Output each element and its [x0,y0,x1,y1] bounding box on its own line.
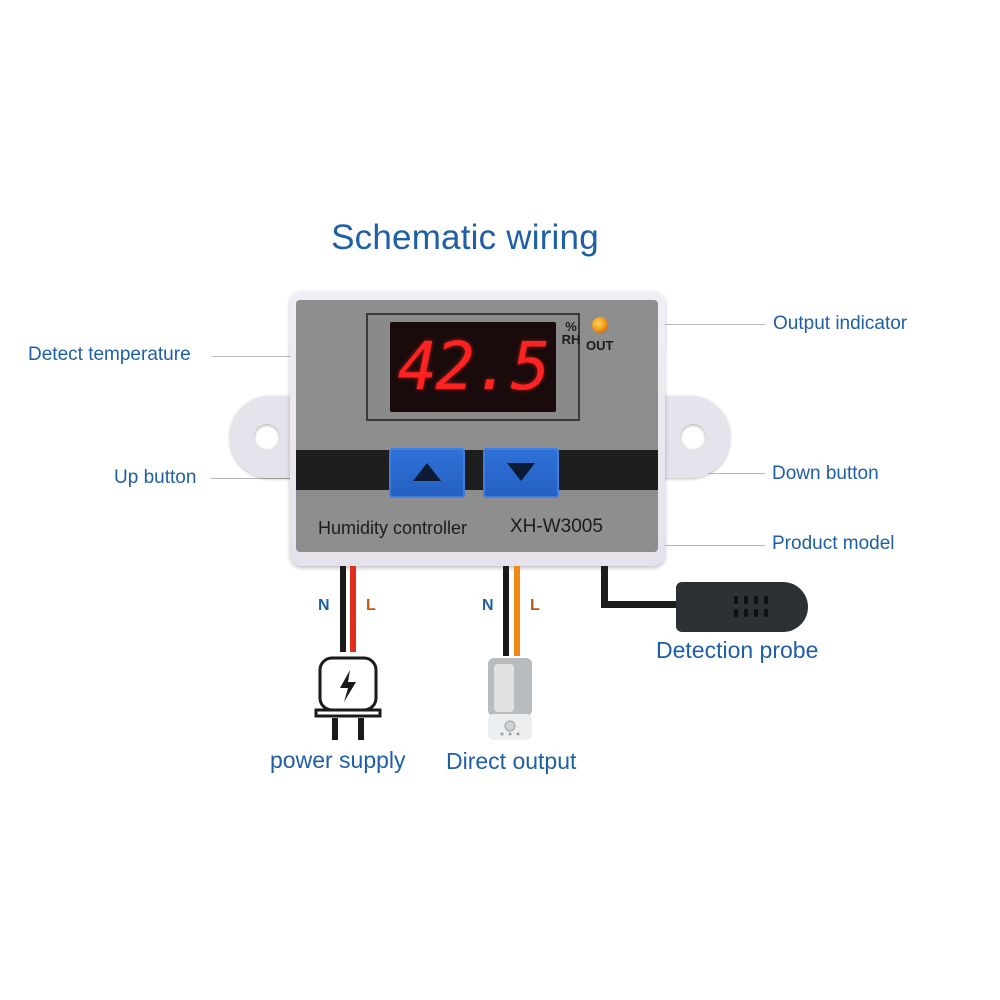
diagram-title: Schematic wiring [331,218,599,257]
led-label: OUT [586,338,614,353]
button-strip [296,450,658,490]
leader-output-indicator [610,324,765,325]
label-power-supply: power supply [270,747,406,773]
up-button[interactable] [389,448,465,498]
unit-rh: RH [561,332,581,347]
probe-cable-horizontal [601,601,681,608]
plug-icon [314,656,382,740]
output-led-icon [592,317,608,333]
power-wire-l [350,566,356,652]
output-label-l: L [530,597,540,614]
down-button[interactable] [483,448,559,498]
label-up-button: Up button [114,467,197,488]
humidifier-icon [488,658,532,740]
probe-sensor-icon [676,582,808,632]
display-value: 42.5 [397,328,551,405]
display-screen [390,322,556,412]
label-output-indicator: Output indicator [773,313,908,334]
output-label-n: N [482,597,494,614]
label-detect-temperature: Detect temperature [28,344,191,365]
label-down-button: Down button [772,463,879,484]
triangle-up-icon [413,463,441,481]
label-product-model: Product model [772,533,895,554]
power-wire-n [340,566,346,652]
probe-cable-vertical [601,566,608,608]
output-wire-n [503,566,509,656]
device-model: XH-W3005 [510,516,603,537]
power-label-l: L [366,597,376,614]
triangle-down-icon [507,463,535,481]
device-name: Humidity controller [318,518,468,538]
label-detection-probe: Detection probe [656,637,819,663]
label-direct-output: Direct output [446,748,577,774]
power-label-n: N [318,597,330,614]
unit-percent: % [565,319,577,334]
output-wire-l [514,566,520,656]
display-unit: % RH [556,320,586,346]
